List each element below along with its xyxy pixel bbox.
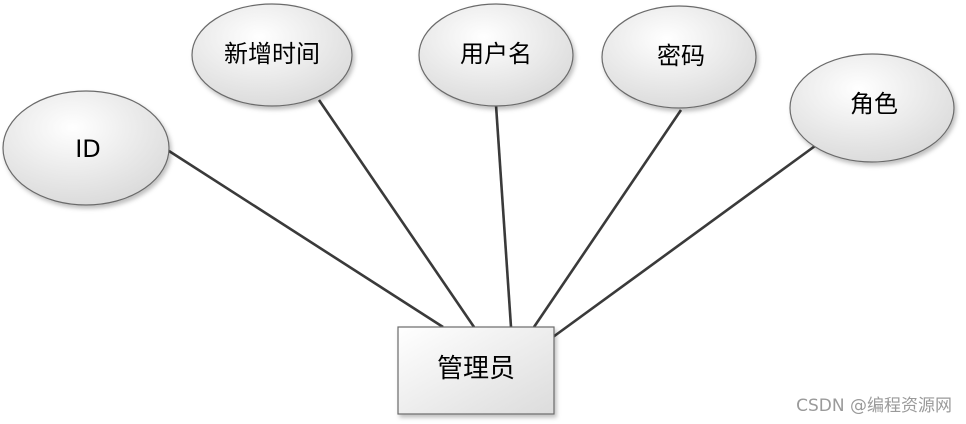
line-password: [532, 109, 683, 328]
line-role: [552, 144, 816, 339]
entity-rectangle: [397, 326, 555, 415]
attribute-ellipse: [191, 3, 353, 107]
attribute-created-time: 新增时间: [191, 3, 353, 107]
attribute-ellipse: [601, 5, 757, 109]
attribute-role: 角色: [789, 53, 955, 163]
attribute-username: 用户名: [418, 3, 574, 107]
attribute-id: ID: [2, 90, 170, 206]
line-created-time: [317, 99, 476, 328]
attribute-label: 新增时间: [224, 40, 320, 68]
attribute-ellipse: [2, 90, 170, 206]
attribute-ellipse: [418, 3, 574, 107]
line-id: [168, 149, 444, 329]
attribute-label: 用户名: [460, 40, 532, 68]
watermark: CSDN @编程资源网: [796, 396, 952, 416]
relationship-lines: [168, 99, 816, 339]
attribute-label: 角色: [850, 90, 898, 118]
attribute-label: 密码: [657, 42, 705, 70]
entity-label: 管理员: [437, 354, 515, 384]
entity-admin: 管理员: [397, 326, 555, 415]
line-username: [494, 104, 513, 328]
attribute-password: 密码: [601, 5, 757, 109]
attribute-label: ID: [75, 135, 101, 163]
attribute-ellipse: [789, 53, 955, 163]
